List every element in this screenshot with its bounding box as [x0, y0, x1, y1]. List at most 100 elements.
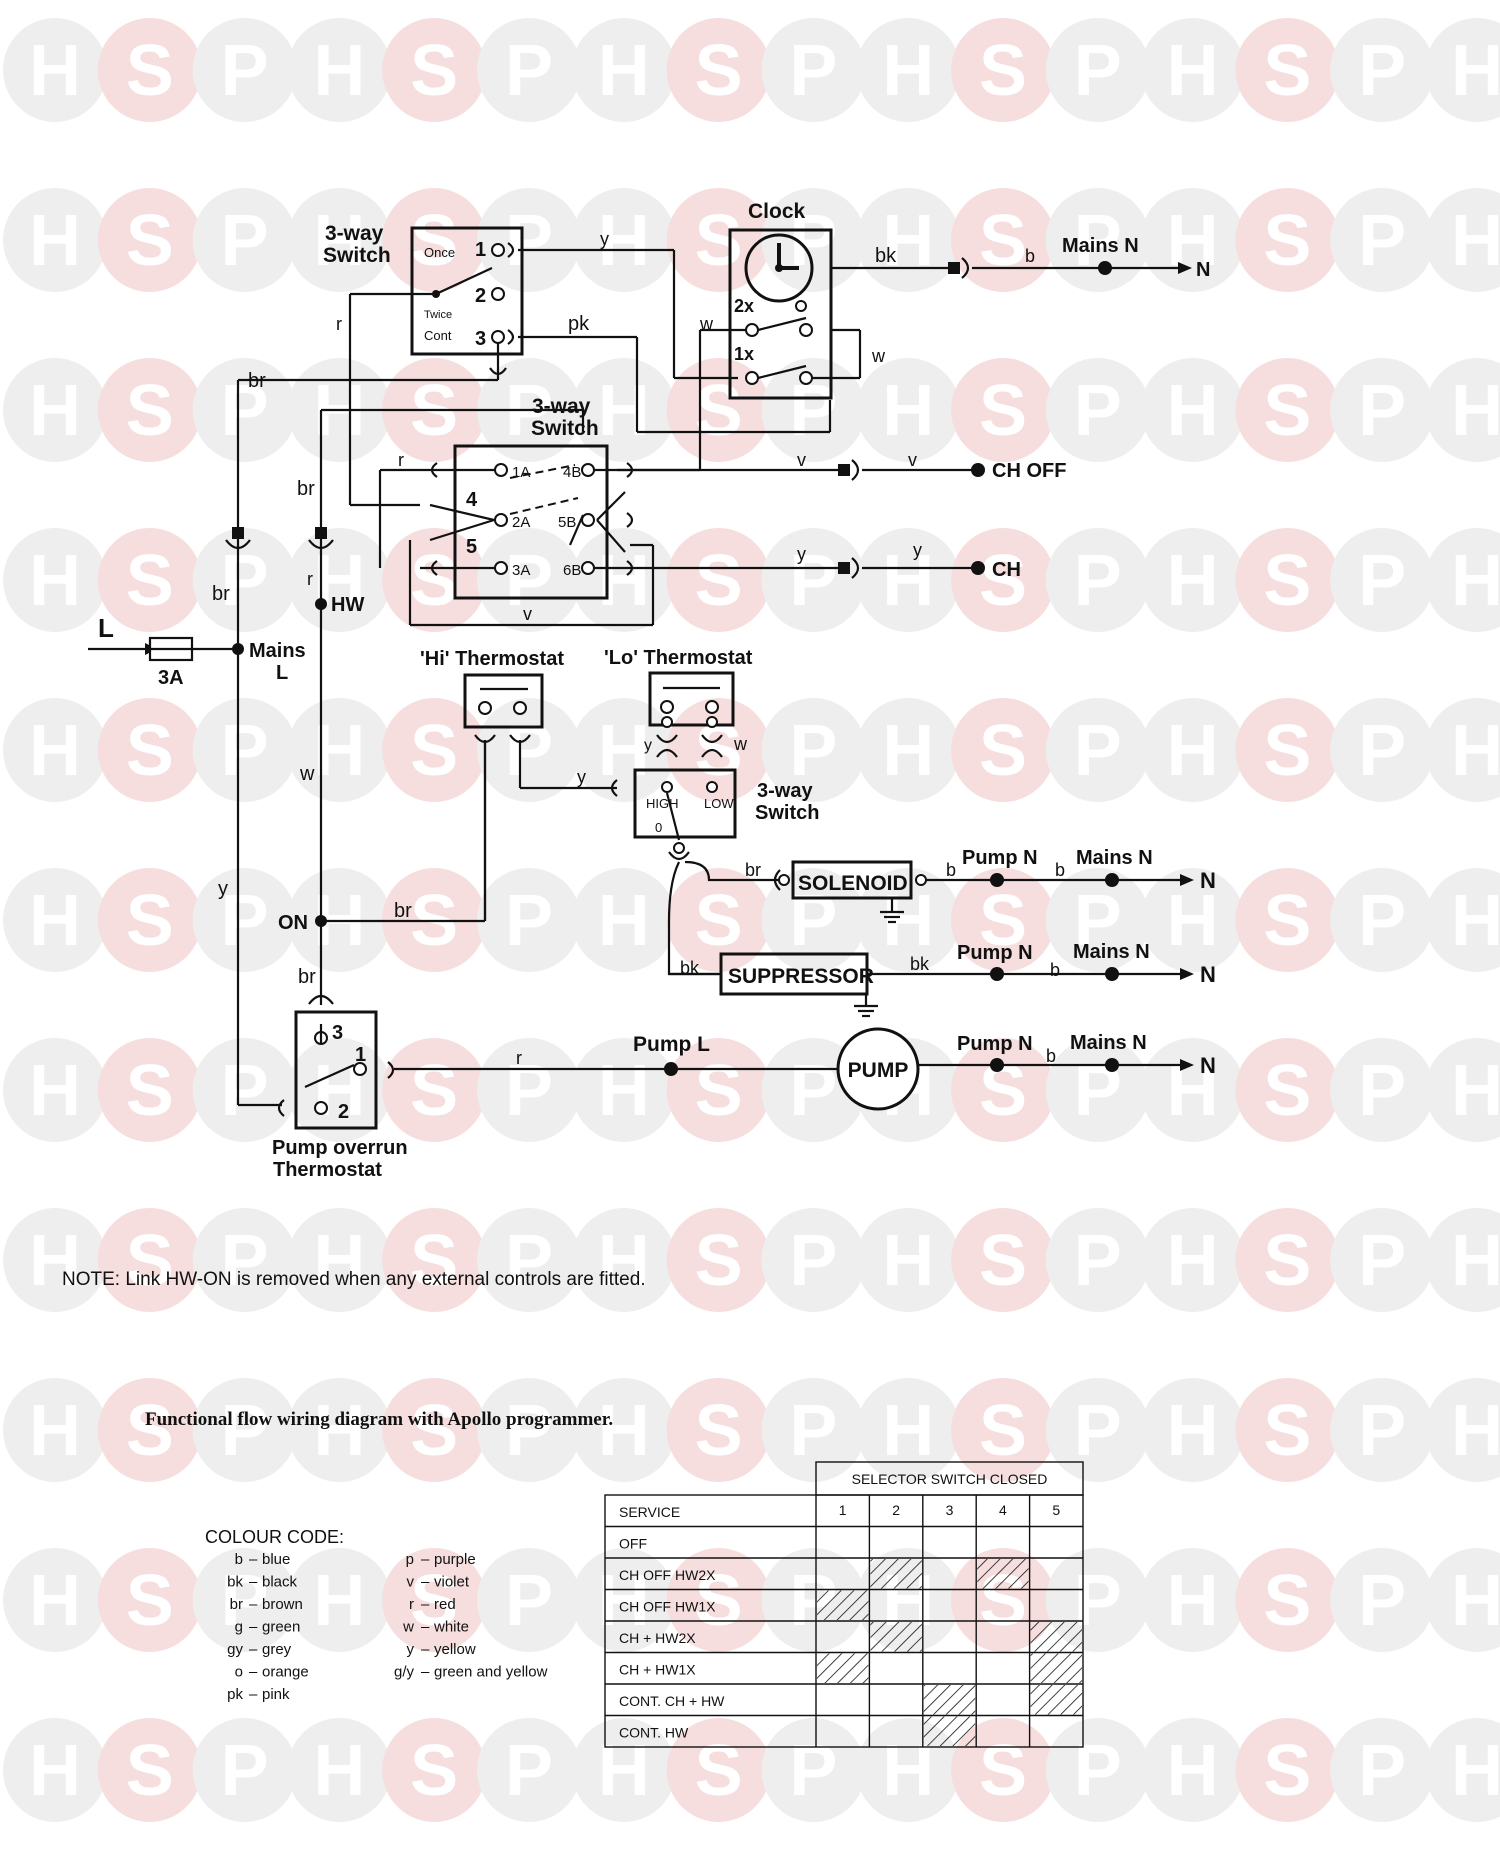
- wire-br-2: br: [212, 583, 230, 605]
- po-term-1: 1: [355, 1044, 366, 1066]
- wire-y-clock: y: [518, 229, 738, 380]
- colour-code-name: purple: [434, 1551, 476, 1568]
- top-term-3: 3: [475, 328, 486, 350]
- mid-switch-title-2: Switch: [531, 417, 599, 440]
- po-term-3: 3: [332, 1022, 343, 1044]
- table-row-service: CONT. CH + HW: [619, 1693, 725, 1709]
- colour-code-name: red: [434, 1596, 456, 1613]
- sol-mains-n: Mains N: [1076, 847, 1153, 869]
- ch-output: y y CH: [640, 540, 1021, 581]
- clock-1x: 1x: [734, 344, 754, 364]
- wire-y-lo: y: [644, 737, 652, 754]
- colour-code-dash: –: [421, 1574, 430, 1591]
- colour-code-right-list: p–purplev–violetr–redw–whitey–yellowg/y–…: [394, 1551, 548, 1681]
- wire-b-pump: b: [1046, 1046, 1056, 1066]
- wire-r-hw: r: [307, 569, 313, 589]
- on-label: ON: [278, 912, 308, 934]
- table-col-header: 3: [946, 1502, 954, 1518]
- colour-code-name: orange: [262, 1664, 309, 1681]
- colour-code-abbr: bk: [227, 1574, 243, 1591]
- table-header: SELECTOR SWITCH CLOSED: [852, 1471, 1048, 1487]
- wire-pk: pk: [518, 313, 832, 434]
- colour-code-abbr: g/y: [394, 1664, 415, 1681]
- wire-br-3: br: [297, 478, 315, 500]
- table-col-header: 1: [839, 1502, 847, 1518]
- colour-code-abbr: w: [402, 1619, 414, 1636]
- wire-b-sol-2: b: [1055, 860, 1065, 880]
- wire-w-lo: w: [733, 734, 748, 754]
- ch-off-output: v v CH OFF: [640, 450, 1066, 482]
- pump-label: PUMP: [848, 1059, 909, 1082]
- colour-code: COLOUR CODE: b–bluebk–blackbr–browng–gre…: [205, 1527, 548, 1703]
- sup-mains-n: Mains N: [1073, 941, 1150, 963]
- hi-thermostat: 'Hi' Thermostat y: [420, 648, 617, 921]
- sol-pump-n: Pump N: [962, 847, 1038, 869]
- mid-term-1a: 1A: [512, 464, 530, 481]
- colour-code-dash: –: [421, 1596, 430, 1613]
- wire-br-4: br: [298, 966, 316, 988]
- wire-br-1: br: [248, 370, 266, 392]
- lower-switch-title-1: 3-way: [757, 780, 813, 802]
- mid-term-3a: 3A: [512, 562, 530, 579]
- wire-y-1: y: [600, 229, 609, 249]
- top-term-2: 2: [475, 285, 486, 307]
- hi-thermostat-box: [463, 673, 544, 729]
- diagram-caption: Functional flow wiring diagram with Apol…: [145, 1409, 613, 1430]
- wire-v-choff-1: v: [797, 450, 806, 470]
- table-row-service: CH + HW2X: [619, 1630, 696, 1646]
- table-col-header: 5: [1052, 1502, 1060, 1518]
- lower-low: LOW: [704, 796, 734, 811]
- clock-mains-n: Mains N: [1062, 235, 1139, 257]
- colour-code-dash: –: [249, 1574, 258, 1591]
- table-closed-cell: [923, 1716, 976, 1746]
- pump-overrun-box: [294, 1010, 378, 1130]
- mid-switch-box: [453, 444, 609, 600]
- top-switch-box: [410, 226, 524, 356]
- wire-bk-sup-2: bk: [910, 954, 930, 974]
- clock-face: [744, 233, 814, 303]
- po-title-2: Thermostat: [273, 1159, 382, 1181]
- table-closed-cell: [923, 1685, 976, 1715]
- pump-pump-n: Pump N: [957, 1033, 1033, 1055]
- left-bus: br br y: [212, 360, 507, 1107]
- hi-thermostat-title: 'Hi' Thermostat: [420, 648, 564, 670]
- clock: Clock 2x 1x w w: [617, 200, 886, 472]
- wire-bk-clock: bk: [875, 245, 897, 267]
- colour-code-dash: –: [249, 1641, 258, 1658]
- lo-thermostat-title: 'Lo' Thermostat: [604, 647, 753, 669]
- table-closed-cell: [817, 1653, 869, 1683]
- colour-code-name: pink: [262, 1686, 290, 1703]
- wire-y-ch-1: y: [797, 544, 806, 564]
- pump-overrun-thermostat: 3 1 2 Pump overrun Thermostat: [272, 1010, 408, 1181]
- clock-title: Clock: [748, 200, 806, 223]
- colour-code-name: yellow: [434, 1641, 476, 1658]
- ch-label: CH: [992, 559, 1021, 581]
- hw-bus: br r HW w ON br br: [278, 408, 585, 1005]
- po-term-2: 2: [338, 1101, 349, 1123]
- hw-label: HW: [331, 594, 364, 616]
- table-col-header: 4: [999, 1502, 1007, 1518]
- wire-v-loop: v: [523, 604, 532, 624]
- colour-code-dash: –: [249, 1596, 258, 1613]
- wire-y-left: y: [218, 878, 228, 900]
- wire-pk-label: pk: [568, 313, 590, 335]
- colour-code-name: white: [433, 1619, 469, 1636]
- suppressor-label: SUPPRESSOR: [728, 965, 874, 988]
- wire-w-hw: w: [299, 763, 315, 785]
- table-col-header: 2: [892, 1502, 900, 1518]
- colour-code-abbr: pk: [227, 1686, 243, 1703]
- mains-l-label-1: Mains: [249, 640, 306, 662]
- colour-code-abbr: g: [235, 1619, 243, 1636]
- wire-b-sol-1: b: [946, 860, 956, 880]
- wire-b-sup: b: [1050, 960, 1060, 980]
- pump-mains-n: Mains N: [1070, 1032, 1147, 1054]
- lower-3way-switch: HIGH LOW 0 3-way Switch: [610, 768, 819, 976]
- input-label: L: [98, 613, 114, 643]
- top-3way-switch: 3-way Switch Once Twice Cont 1 2 3: [323, 222, 524, 360]
- mid-3way-switch: 3-way Switch 1A 2A 3A 4B 5B 6B 4 5: [378, 395, 655, 627]
- colour-code-dash: –: [249, 1664, 258, 1681]
- sup-pump-n: Pump N: [957, 942, 1033, 964]
- colour-code-dash: –: [421, 1619, 430, 1636]
